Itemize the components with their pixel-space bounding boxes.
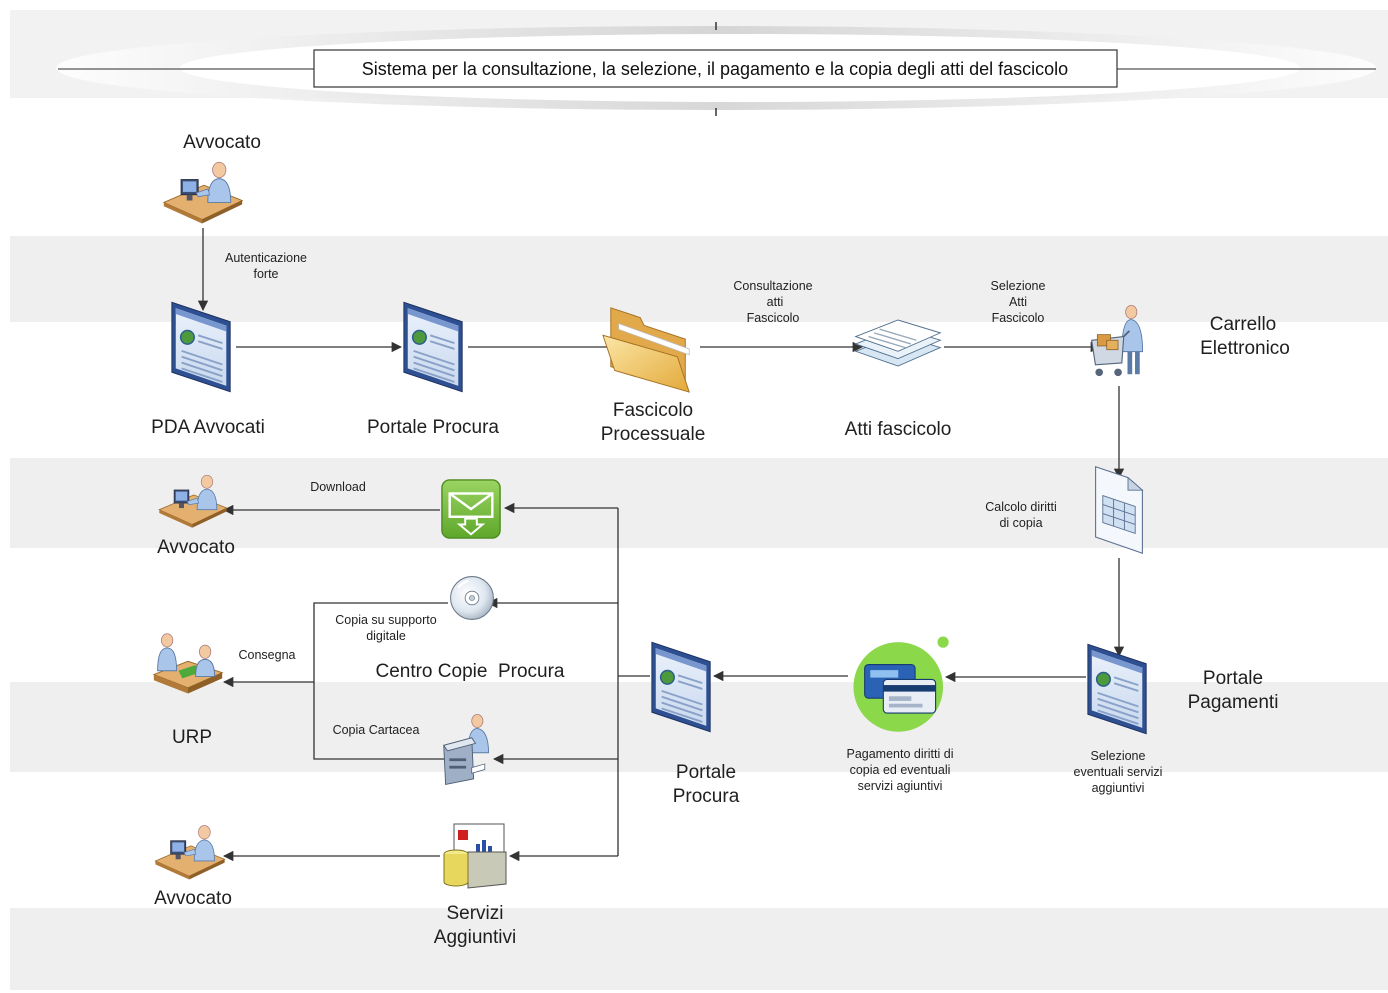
edge-label-calcolo-line1: Calcolo diritti <box>985 500 1057 514</box>
label-carrello-line2: Elettronico <box>1200 338 1290 359</box>
additional-services-icon <box>443 823 507 889</box>
edge-label-selezione-atti-line1: Selezione <box>991 279 1046 293</box>
label-servizi-line1: Servizi <box>446 903 503 924</box>
edge-label-consultazione-line3: Fascicolo <box>747 311 800 325</box>
edge-label-pagamento-line1: Pagamento diritti di <box>846 747 953 761</box>
edge-label-autenticazione-line1: Autenticazione <box>225 251 307 265</box>
label-servizi-line2: Aggiuntivi <box>434 927 516 948</box>
person-at-computer-icon <box>163 161 243 224</box>
person-at-computer-icon <box>154 825 226 880</box>
label-portale-procura-bottom-line2: Procura <box>673 786 740 807</box>
label-portale-pagamenti-line1: Portale <box>1203 668 1263 689</box>
label-fascicolo-line2: Processuale <box>601 424 706 445</box>
edge-label-selezione-servizi-line1: Selezione <box>1091 749 1146 763</box>
edge-labels: Autenticazione forte Consultazione atti … <box>225 251 1162 795</box>
edge-label-selezione-atti-line2: Atti <box>1009 295 1027 309</box>
node-labels: Avvocato PDA Avvocati Portale Procura Fa… <box>151 132 1290 948</box>
edge-label-copia-digitale-line2: digitale <box>366 629 406 643</box>
connectors <box>197 228 1125 862</box>
label-fascicolo-line1: Fascicolo <box>613 400 693 421</box>
edge-label-selezione-servizi-line3: aggiuntivi <box>1092 781 1145 795</box>
label-portale-procura-top: Portale Procura <box>367 417 499 438</box>
edge-label-copia-cartacea: Copia Cartacea <box>333 723 420 737</box>
edge-label-calcolo-line2: di copia <box>999 516 1042 530</box>
edge-label-pagamento-line2: copia ed eventuali <box>850 763 951 777</box>
label-portale-pagamenti-line2: Pagamenti <box>1188 692 1279 713</box>
stacked-documents-icon <box>854 319 942 367</box>
edge-label-selezione-atti-line3: Fascicolo <box>992 311 1045 325</box>
label-carrello-line1: Carrello <box>1210 314 1277 335</box>
email-download-icon <box>440 478 502 540</box>
edge-label-autenticazione-line2: forte <box>253 267 278 281</box>
edge-label-pagamento-line3: servizi agiuntivi <box>858 779 943 793</box>
title-banner: Sistema per la consultazione, la selezio… <box>56 22 1376 116</box>
edge-label-download: Download <box>310 480 366 494</box>
diagram-title: Sistema per la consultazione, la selezio… <box>362 59 1068 79</box>
label-atti-fascicolo: Atti fascicolo <box>845 419 952 440</box>
cd-disc-icon <box>449 575 495 621</box>
label-portale-procura-bottom-line1: Portale <box>676 762 736 783</box>
label-pda-avvocati: PDA Avvocati <box>151 417 265 438</box>
background-bands <box>10 10 1388 990</box>
edge-label-consultazione-line1: Consultazione <box>733 279 812 293</box>
label-avvocato-servizi: Avvocato <box>154 888 232 909</box>
label-centro-copie: Centro Copie Procura <box>375 661 564 682</box>
label-avvocato-top: Avvocato <box>183 132 261 153</box>
label-avvocato-download: Avvocato <box>157 537 235 558</box>
title-box <box>313 49 1118 88</box>
edge-label-selezione-servizi-line2: eventuali servizi <box>1074 765 1163 779</box>
label-urp: URP <box>172 727 212 748</box>
edge-label-consultazione-line2: atti <box>767 295 784 309</box>
edge-centro-copie-loop <box>313 602 448 760</box>
edge-label-copia-digitale-line1: Copia su supporto <box>335 613 437 627</box>
edge-label-consegna: Consegna <box>239 648 296 662</box>
